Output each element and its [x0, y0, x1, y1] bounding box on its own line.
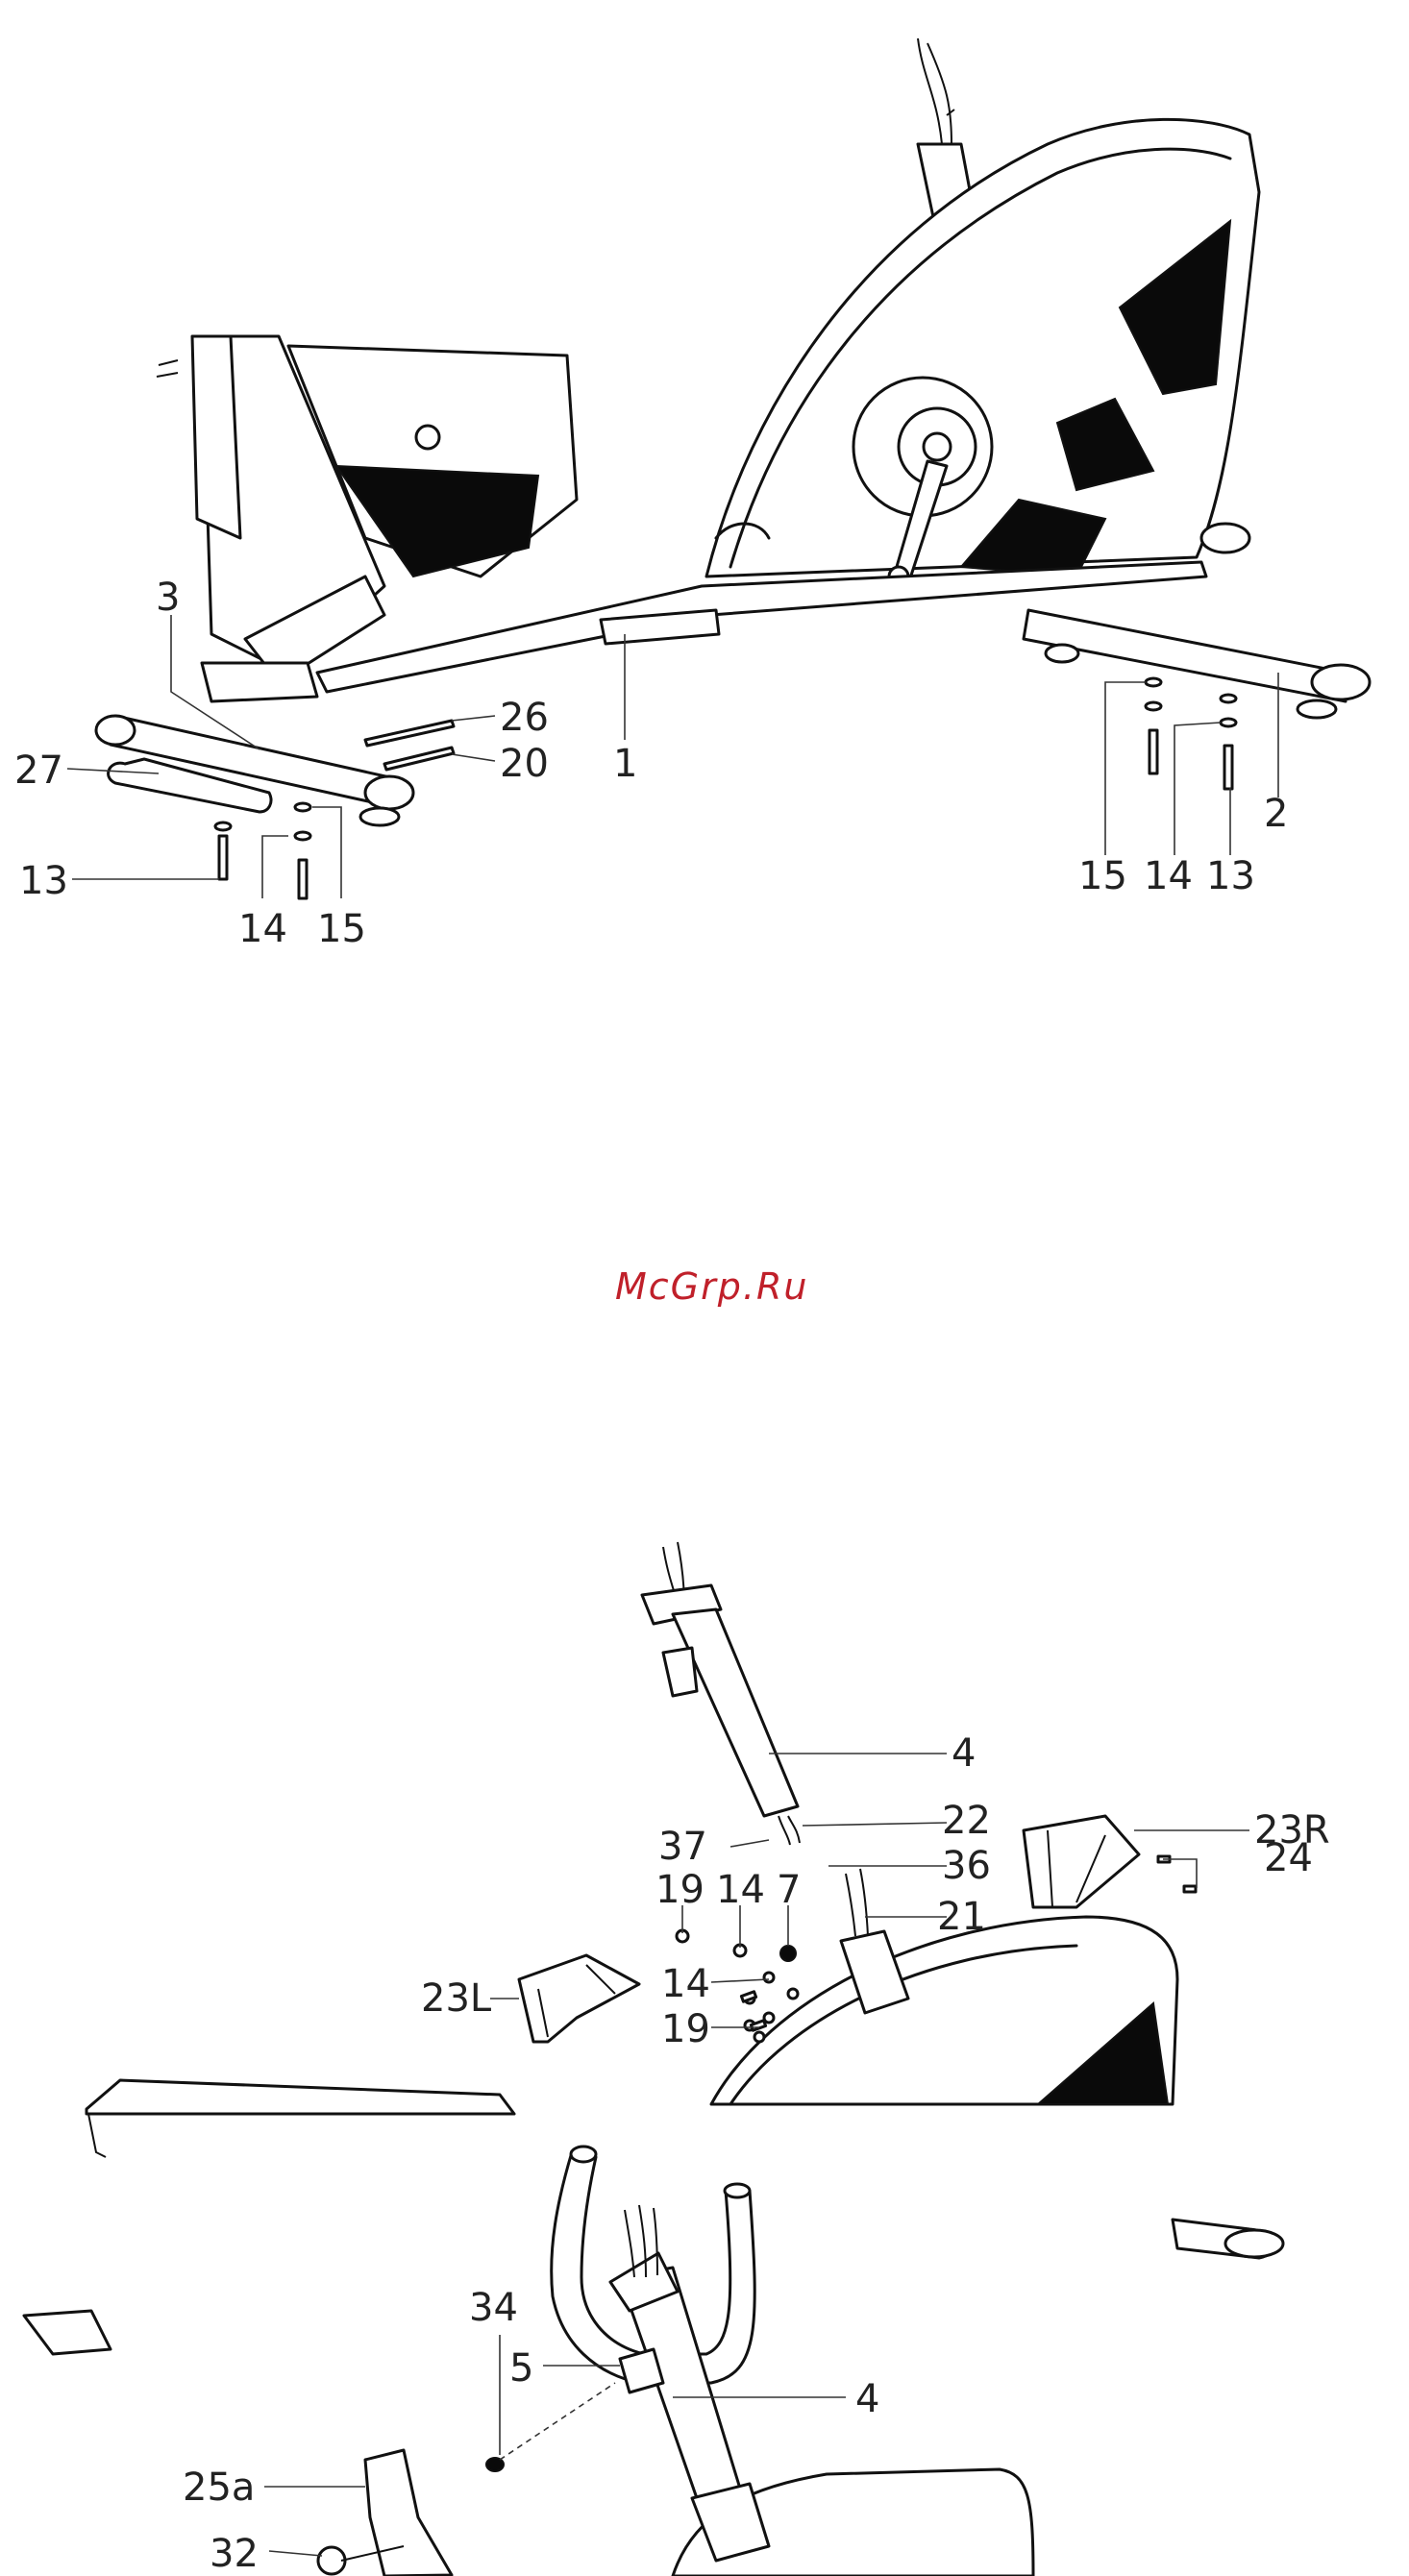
callout-2: 2 — [1264, 792, 1288, 836]
callout-19-top: 19 — [655, 1868, 704, 1912]
handlebar-clamp — [620, 2349, 663, 2392]
watermark: McGrp.Ru — [615, 1265, 808, 1308]
callout-21: 21 — [937, 1895, 986, 1939]
callout-20: 20 — [500, 742, 549, 786]
console-mast-tube — [673, 1609, 798, 1816]
callout-14-bottom: 14 — [661, 1962, 710, 2006]
handlebar-grip-end-right — [725, 2184, 750, 2197]
callout-14-rear: 14 — [238, 907, 287, 951]
callout-25a: 25a — [183, 2466, 255, 2510]
mast-cable-bottom — [779, 1816, 800, 1845]
console-cable — [918, 38, 954, 144]
callout-32: 32 — [210, 2532, 259, 2576]
rear-cable — [157, 360, 178, 377]
partial-cable-left — [88, 2114, 106, 2157]
diagram-3-handlebar: 34 5 4 25a 32 — [183, 2147, 1033, 2576]
callout-24: 24 — [1264, 1836, 1313, 1880]
callout-1: 1 — [613, 742, 637, 786]
assembly-axis — [500, 2383, 615, 2460]
crank-axle — [924, 433, 951, 460]
callout-23l: 23L — [421, 1976, 492, 2021]
diagram-1-main-frame: 3 26 20 1 27 13 14 15 2 15 14 13 — [14, 38, 1370, 951]
bolt-26 — [365, 721, 454, 746]
seat-support-side — [192, 336, 240, 538]
partial-stabilizer-endcap — [1225, 2230, 1283, 2257]
callout-19-bottom: 19 — [661, 2007, 710, 2051]
front-foot-cap — [1201, 524, 1249, 552]
seat-adjust-knob — [416, 426, 439, 449]
rear-leveler — [360, 808, 399, 825]
callout-37: 37 — [658, 1825, 707, 1869]
callout-15-front: 15 — [1078, 854, 1127, 898]
callout-22: 22 — [942, 1799, 991, 1843]
callout-14-top: 14 — [716, 1868, 765, 1912]
front-leveler-left — [1046, 645, 1078, 662]
frame-cable — [846, 1869, 868, 1936]
callout-13-rear: 13 — [19, 859, 68, 903]
callout-14-front: 14 — [1144, 854, 1193, 898]
bolt-20 — [384, 748, 454, 770]
callout-15-rear: 15 — [317, 907, 366, 951]
callout-13-front: 13 — [1206, 854, 1255, 898]
rear-foot-cap — [202, 663, 317, 701]
callout-3: 3 — [156, 576, 180, 620]
cover-23l — [519, 1955, 639, 2042]
cover-25a — [365, 2450, 452, 2576]
washer-34 — [486, 2458, 504, 2471]
screw-24b — [1184, 1886, 1196, 1892]
mast-bracket — [663, 1648, 697, 1696]
callout-5: 5 — [509, 2346, 533, 2391]
callout-7: 7 — [777, 1868, 801, 1912]
callout-36: 36 — [942, 1844, 991, 1888]
handlebar-grip-end-left — [571, 2147, 596, 2162]
front-stabilizer-endcap — [1312, 665, 1370, 699]
callout-26: 26 — [500, 696, 549, 740]
partial-handle-left — [24, 2311, 111, 2354]
callout-34: 34 — [469, 2286, 518, 2330]
callout-4-mast: 4 — [952, 1731, 976, 1776]
knob-32 — [318, 2547, 345, 2574]
callout-27: 27 — [14, 748, 63, 793]
front-leveler — [1298, 700, 1336, 718]
rear-stabilizer-endcap-left — [96, 716, 135, 745]
front-bolt-set — [1146, 678, 1236, 789]
rear-stabilizer-endcap-right — [365, 776, 413, 809]
partial-seat-frame — [87, 2080, 514, 2114]
diagram-2-console-mast: 4 37 22 23R 24 36 19 14 7 21 14 19 23L — [421, 1542, 1330, 2104]
callout-4-handlebar: 4 — [855, 2377, 879, 2421]
